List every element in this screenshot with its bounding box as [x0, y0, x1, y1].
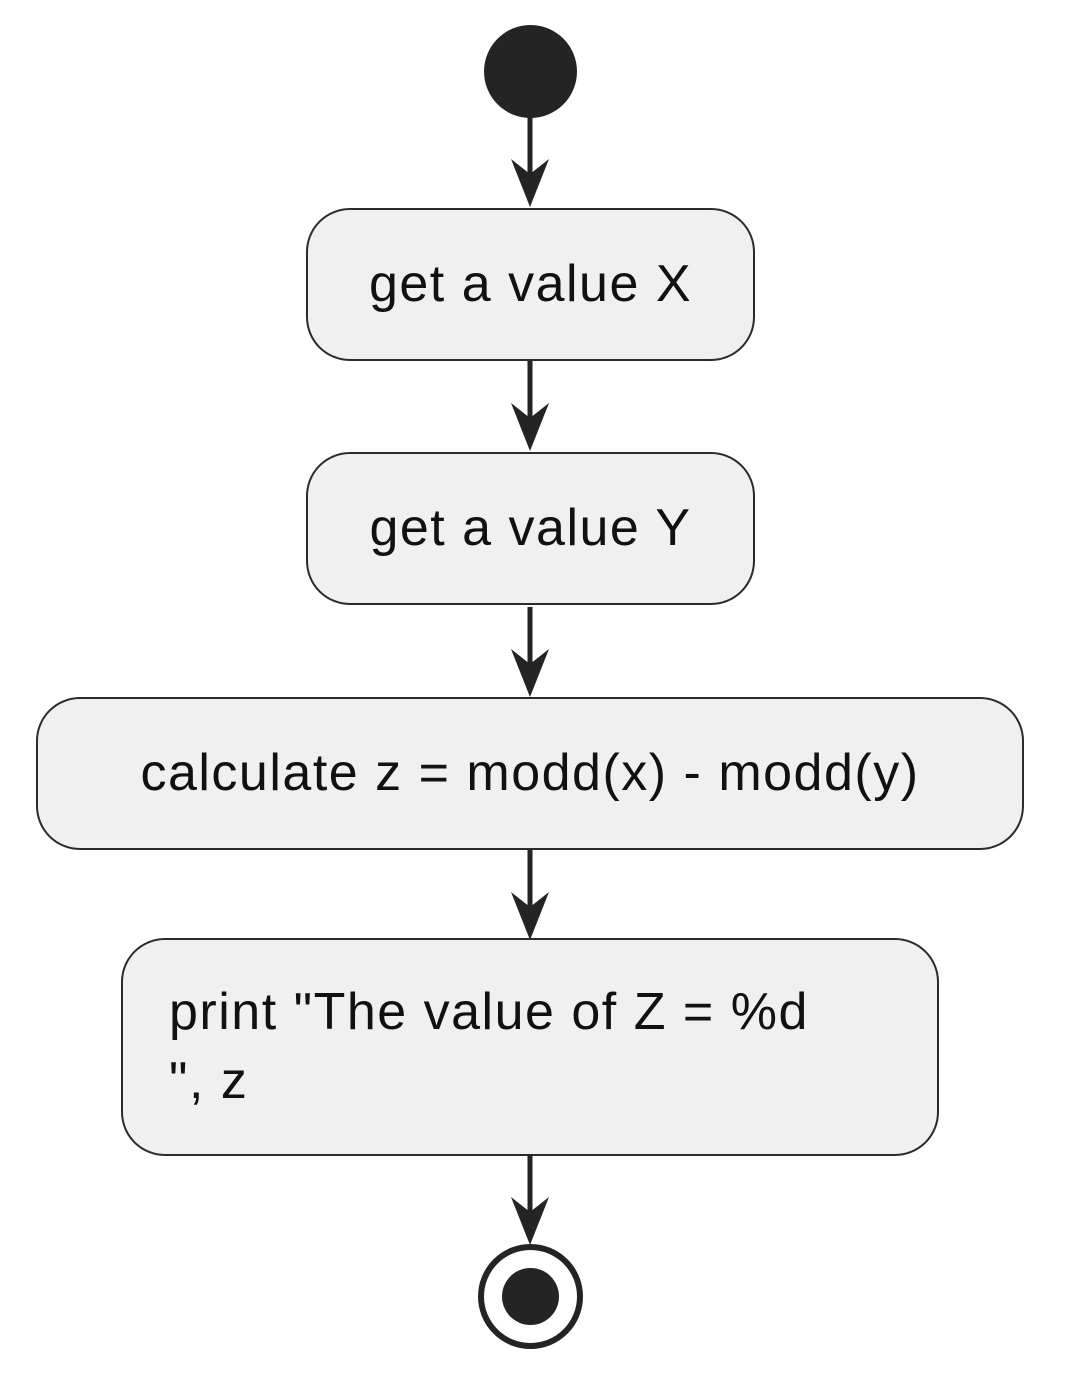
- end-node-inner-circle: [502, 1268, 559, 1325]
- edge-arrow-node3-to-node4: [511, 850, 549, 940]
- arrowhead-icon: [511, 1197, 549, 1245]
- end-node-icon: [478, 1244, 583, 1349]
- activity-node-label: calculate z = modd(x) - modd(y): [140, 744, 920, 803]
- arrowhead-icon: [511, 403, 549, 451]
- activity-node-label: print "The value of Z = %d ", z: [169, 983, 809, 1110]
- edge-arrow-node4-to-end: [511, 1155, 549, 1245]
- edge-arrow-node1-to-node2: [511, 361, 549, 451]
- arrowhead-icon: [511, 892, 549, 940]
- start-node-icon: [484, 25, 577, 118]
- arrowhead-icon: [511, 649, 549, 697]
- activity-node-print-z: print "The value of Z = %d ", z: [121, 938, 939, 1156]
- activity-node-label: get a value X: [368, 255, 693, 314]
- activity-node-get-value-y: get a value Y: [306, 452, 755, 605]
- activity-node-label: get a value Y: [369, 499, 692, 558]
- edge-arrow-node2-to-node3: [511, 607, 549, 697]
- edge-arrow-start-to-node1: [511, 117, 549, 207]
- activity-node-calculate-z: calculate z = modd(x) - modd(y): [36, 697, 1024, 850]
- activity-node-get-value-x: get a value X: [306, 208, 755, 361]
- arrowhead-icon: [511, 159, 549, 207]
